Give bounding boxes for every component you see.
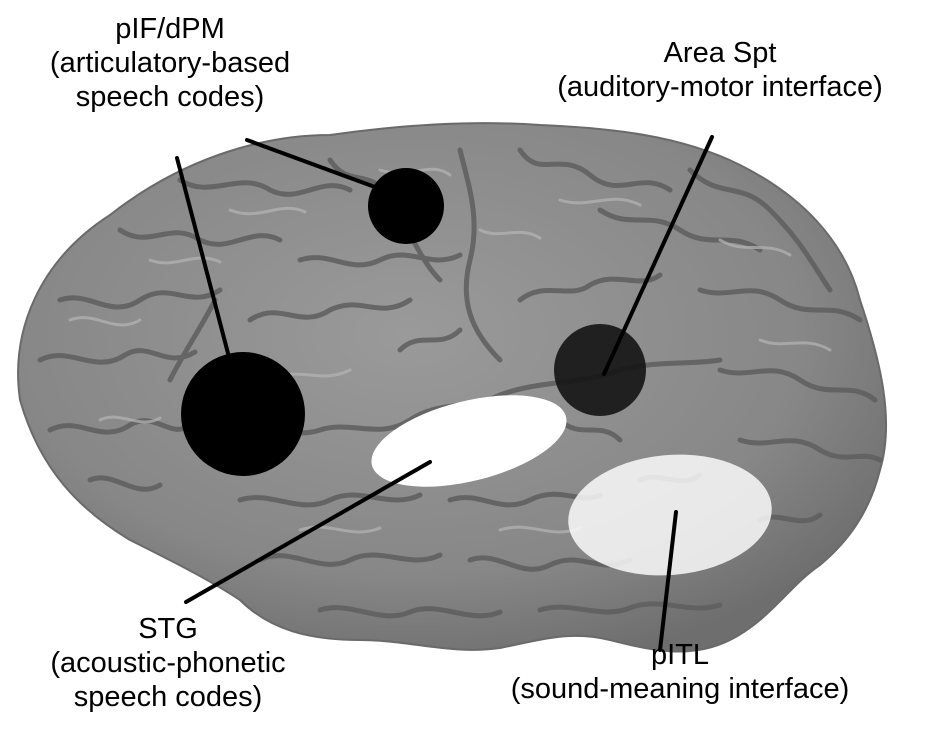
label-stg: STG (acoustic-phonetic speech codes) (18, 612, 318, 714)
label-pif-dpm: pIF/dPM (articulatory-based speech codes… (20, 12, 320, 114)
pif-dpm-region-small (368, 168, 444, 244)
label-area-spt-line2: (auditory-motor interface) (515, 70, 925, 104)
label-pif-dpm-line3: speech codes) (20, 80, 320, 114)
label-stg-name: STG (18, 612, 318, 646)
label-pitl: pITL (sound-meaning interface) (455, 638, 905, 706)
label-area-spt: Area Spt (auditory-motor interface) (515, 36, 925, 104)
label-pitl-line2: (sound-meaning interface) (455, 672, 905, 706)
label-pif-dpm-line2: (articulatory-based (20, 46, 320, 80)
label-pitl-name: pITL (455, 638, 905, 672)
label-pif-dpm-name: pIF/dPM (20, 12, 320, 46)
area-spt-region (554, 324, 646, 416)
pif-dpm-region-large (181, 352, 305, 476)
label-area-spt-name: Area Spt (515, 36, 925, 70)
label-stg-line2: (acoustic-phonetic (18, 646, 318, 680)
brain-surface (18, 123, 886, 652)
label-stg-line3: speech codes) (18, 680, 318, 714)
